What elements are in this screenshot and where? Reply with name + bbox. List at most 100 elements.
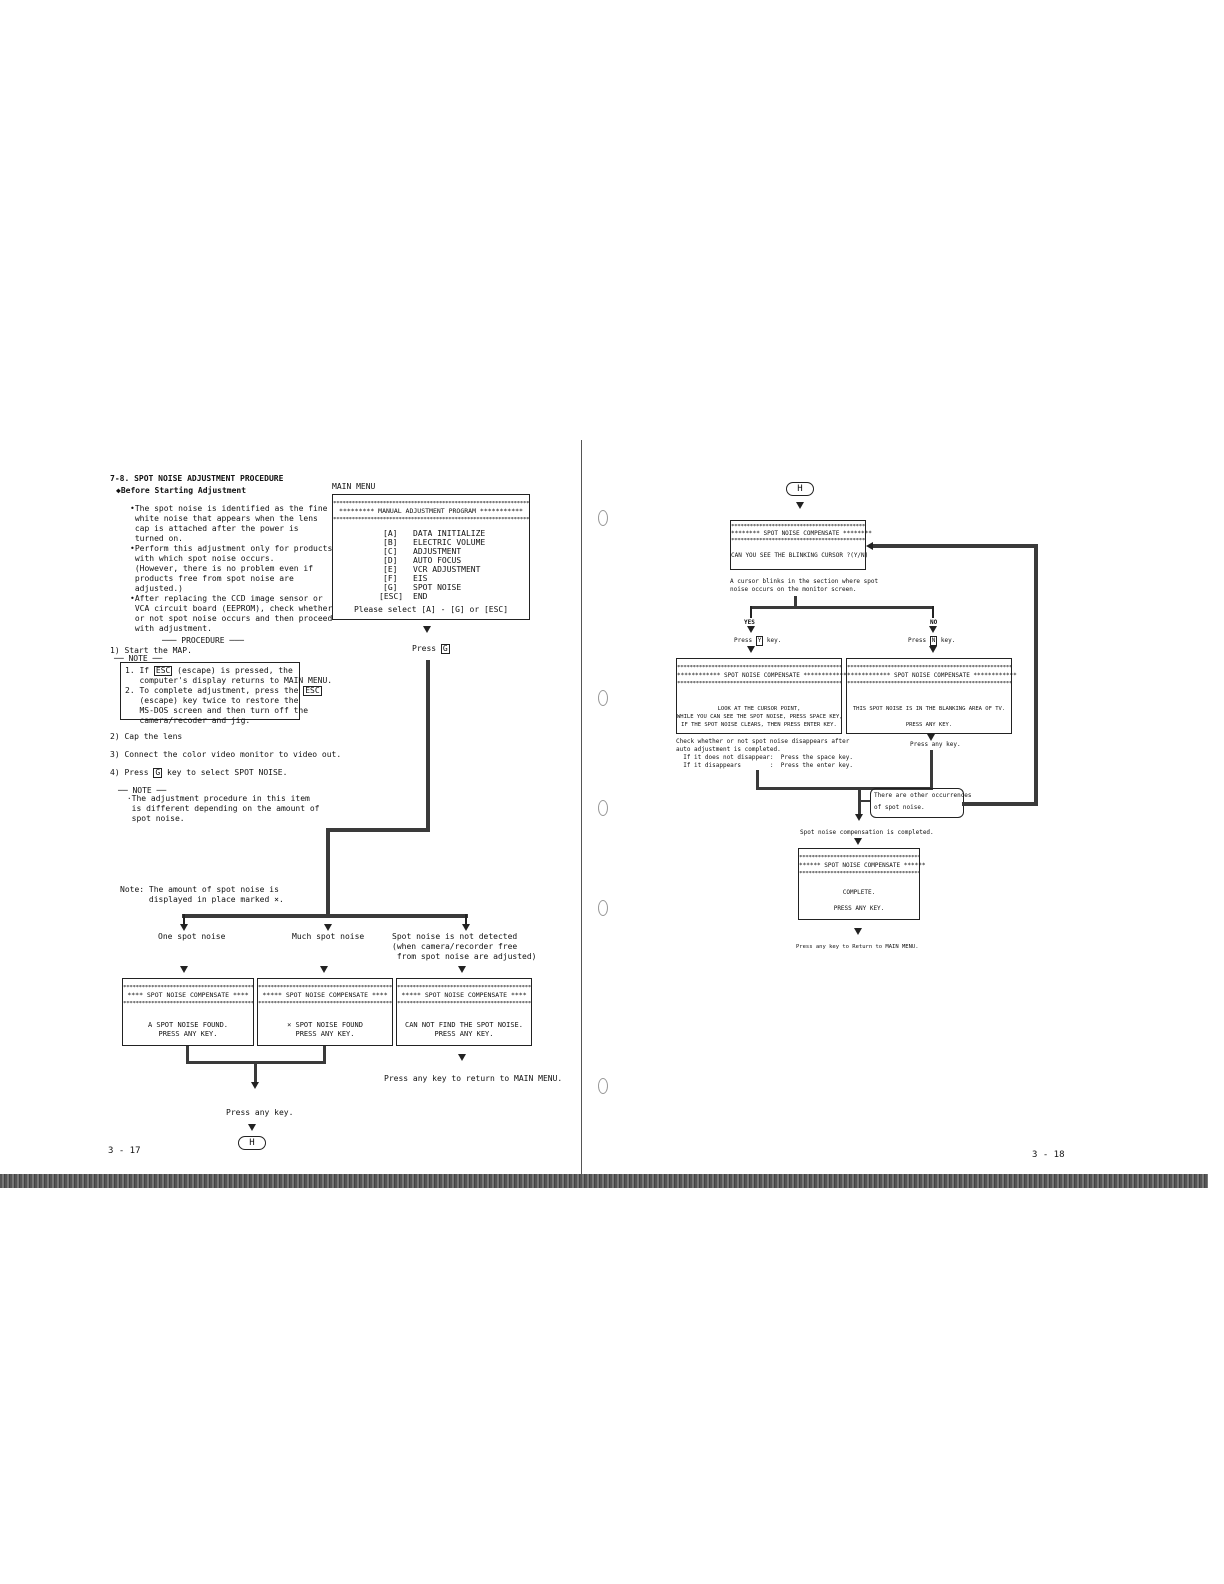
stars-row: ****************************************… xyxy=(731,524,865,530)
press-any-key-right: Press any key. xyxy=(910,741,961,748)
note-header: ── NOTE ── xyxy=(114,654,163,663)
complete-box-title: ****** SPOT NOISE COMPENSATE ****** xyxy=(799,862,926,869)
bullet-1: •The spot noise is identified as the fin… xyxy=(130,504,328,543)
h-connector-icon: H xyxy=(238,1136,266,1150)
arrow-down-icon xyxy=(423,626,431,633)
menu-text-e: VCR ADJUSTMENT xyxy=(413,565,481,574)
flow-line xyxy=(750,606,934,609)
step-2: 2) Cap the lens xyxy=(110,732,183,741)
no-box-title: ************ SPOT NOISE COMPENSATE *****… xyxy=(847,672,1017,679)
section-title: 7-8. SPOT NOISE ADJUSTMENT PROCEDURE xyxy=(110,474,284,483)
bottom-note: Note: The amount of spot noise is displa… xyxy=(120,885,284,904)
n-key-icon: N xyxy=(929,636,938,646)
flow-line xyxy=(756,787,933,790)
binding-ring-icon xyxy=(598,800,608,816)
stars-row: ****************************************… xyxy=(123,985,253,991)
flow-line xyxy=(186,1046,189,1064)
note2-header: ── NOTE ── xyxy=(118,786,167,795)
flow-line xyxy=(861,800,871,802)
result-box-one: ****************************************… xyxy=(122,978,254,1046)
menu-key-e[interactable]: [E] xyxy=(383,565,398,574)
blink-box-title: ******** SPOT NOISE COMPENSATE ******** xyxy=(731,530,872,537)
stars-row: ****************************************… xyxy=(731,538,865,544)
subtitle: ◆Before Starting Adjustment xyxy=(116,486,247,495)
blink-cursor-box: ****************************************… xyxy=(730,520,872,570)
menu-text-end: END xyxy=(413,592,428,601)
arrow-down-icon xyxy=(458,1054,466,1061)
stars-row: ****************************************… xyxy=(799,871,919,877)
stars-row: ****************************************… xyxy=(847,665,1011,671)
stars-row: ****************************************… xyxy=(258,985,392,991)
result-msg-much: × SPOT NOISE FOUND PRESS ANY KEY. xyxy=(287,1021,363,1038)
arrow-down-icon xyxy=(747,646,755,653)
step-4: 4) Press G key to select SPOT NOISE. xyxy=(110,768,288,778)
arrow-down-icon xyxy=(251,1082,259,1089)
page-number-left: 3 - 17 xyxy=(108,1146,141,1156)
cursor-note: A cursor blinks in the section where spo… xyxy=(730,578,879,593)
left-page: 7-8. SPOT NOISE ADJUSTMENT PROCEDURE ◆Be… xyxy=(0,440,582,1180)
flow-line xyxy=(872,544,1038,548)
menu-key-a[interactable]: [A] xyxy=(383,529,398,538)
return-main-left: Press any key to return to MAIN MENU. xyxy=(384,1074,563,1083)
arrow-down-icon xyxy=(796,502,804,509)
other-occurrences: There are other occurrences of spot nois… xyxy=(874,792,972,811)
flow-line xyxy=(1034,544,1038,806)
result-title-one: **** SPOT NOISE COMPENSATE **** xyxy=(127,991,249,999)
note-box: 1. If ESC (escape) is pressed, the compu… xyxy=(120,662,332,724)
arrow-down-icon xyxy=(854,928,862,935)
flow-line xyxy=(750,606,752,618)
stars-row: ****************************************… xyxy=(397,1001,531,1007)
bullet-3: •After replacing the CCD image sensor or… xyxy=(130,594,333,633)
menu-key-esc[interactable]: [ESC] xyxy=(379,592,404,601)
menu-key-b[interactable]: [B] xyxy=(383,538,398,547)
arrow-left-icon xyxy=(866,542,873,550)
procedure-header: ─── PROCEDURE ─── xyxy=(162,636,244,645)
branch-one: One spot noise xyxy=(158,932,226,941)
flow-line xyxy=(326,828,330,918)
menu-text-a: DATA INITIALIZE xyxy=(413,529,486,538)
blink-box-question: CAN YOU SEE THE BLINKING CURSOR ?(Y/N) xyxy=(731,552,869,559)
arrow-down-icon xyxy=(929,646,937,653)
arrow-down-icon xyxy=(929,626,937,633)
menu-text-g: SPOT NOISE xyxy=(413,583,462,592)
main-menu-label: MAIN MENU xyxy=(332,482,376,491)
complete-box: ****************************************… xyxy=(798,848,926,920)
y-key-icon: Y xyxy=(755,636,764,646)
menu-key-g[interactable]: [G] xyxy=(383,583,398,592)
page-divider xyxy=(581,440,582,1180)
flow-line xyxy=(182,914,468,918)
check-note: Check whether or not spot noise disappea… xyxy=(676,738,854,769)
binding-ring-icon xyxy=(598,510,608,526)
menu-text-b: ELECTRIC VOLUME xyxy=(413,538,486,547)
flow-line xyxy=(183,914,185,926)
menu-text-d: AUTO FOCUS xyxy=(413,556,462,565)
menu-key-f[interactable]: [F] xyxy=(383,574,398,583)
stars-row: ****************************************… xyxy=(258,1001,392,1007)
arrow-down-icon xyxy=(180,966,188,973)
no-box: ****************************************… xyxy=(846,658,1017,734)
scan-edge-strip xyxy=(0,1174,1208,1188)
branch-much: Much spot noise xyxy=(292,932,365,941)
step-3: 3) Connect the color video monitor to vi… xyxy=(110,750,342,759)
flow-line xyxy=(962,802,1038,806)
yes-box-title: ************ SPOT NOISE COMPENSATE *****… xyxy=(677,672,847,679)
result-box-much: ****************************************… xyxy=(257,978,393,1046)
menu-prompt: Please select [A] - [G] or [ESC] xyxy=(353,605,509,614)
yes-box: ****************************************… xyxy=(676,658,847,734)
right-page: H **************************************… xyxy=(582,440,1224,1180)
result-title-none: ***** SPOT NOISE COMPENSATE **** xyxy=(401,991,527,999)
arrow-down-icon xyxy=(854,838,862,845)
arrow-down-icon xyxy=(747,626,755,633)
g-key-icon: G xyxy=(153,768,163,778)
note-1: 1. If ESC (escape) is pressed, the compu… xyxy=(125,666,333,685)
arrow-down-icon xyxy=(320,966,328,973)
stars-row: ****************************************… xyxy=(333,501,529,507)
press-any-key-left: Press any key. xyxy=(226,1108,294,1117)
step-1: 1) Start the MAP. xyxy=(110,646,192,655)
menu-key-c[interactable]: [C] xyxy=(383,547,398,556)
yes-label: YES xyxy=(744,619,755,626)
yes-box-msg: LOOK AT THE CURSOR POINT, WHILE YOU CAN … xyxy=(677,706,843,728)
menu-key-d[interactable]: [D] xyxy=(383,556,398,565)
binding-ring-icon xyxy=(598,900,608,916)
menu-text-c: ADJUSTMENT xyxy=(413,547,462,556)
